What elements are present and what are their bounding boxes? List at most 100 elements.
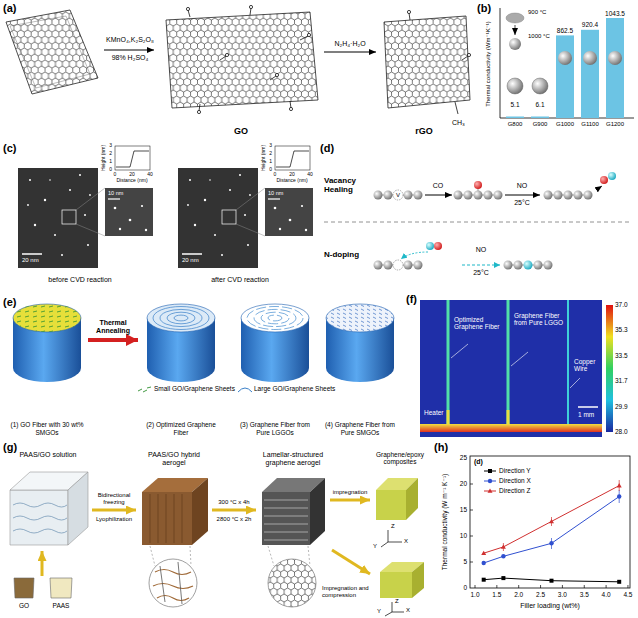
figure-node: GO xyxy=(160,5,322,137)
tick-label: 2 xyxy=(269,151,272,157)
figure-node: rGO xyxy=(378,5,470,137)
tick-label: 3.5 xyxy=(580,591,589,598)
step-label: Impregnation and compression xyxy=(322,585,372,599)
image-caption: after CVD reaction xyxy=(211,276,269,284)
figure-node: PAAS/GO solution xyxy=(6,450,90,548)
tick-label: 20 xyxy=(460,480,467,487)
legend-label: Direction Z xyxy=(499,487,530,494)
tick-label: 3 xyxy=(109,143,112,149)
callout-label: Heater xyxy=(424,409,444,416)
node-text: rGO xyxy=(378,126,470,136)
beaker-label: PAAS xyxy=(53,602,70,609)
tick-label: 4.0 xyxy=(602,591,611,598)
panel-letter: (c) xyxy=(3,142,16,155)
reagent-label: 98% H₂SO₄ xyxy=(112,54,149,62)
connector-arrow xyxy=(212,509,256,512)
tick-label: 0 xyxy=(269,167,272,173)
axis-letter: Y xyxy=(377,608,381,615)
tick-label: 4.5 xyxy=(623,591,632,598)
node-text: Lamellar-structured graphene aerogel xyxy=(258,451,328,467)
beaker-label: GO xyxy=(19,602,29,609)
node-text: Graphene/epoxy composites xyxy=(372,451,428,466)
temperature-label: 900 °C xyxy=(528,9,546,16)
tick-label: 1.5 xyxy=(492,591,501,598)
tick-label: 3 xyxy=(269,143,272,149)
panel-letter: (d) xyxy=(320,142,334,155)
reagent-label: NO xyxy=(476,246,487,254)
axis-letter: Y xyxy=(373,543,377,550)
axis-title: Thermal conductivity (Wm⁻¹K⁻¹) xyxy=(485,21,492,107)
figure-node: Graphene/epoxy composites xyxy=(372,450,428,528)
panel-letter: (b) xyxy=(477,2,491,15)
legend-label: Direction Y xyxy=(499,467,531,474)
scale-label: 1 mm xyxy=(578,411,594,418)
scale-label: 10 nm xyxy=(268,190,283,196)
bar-value: 6.1 xyxy=(535,101,544,108)
figure-node: (2) Optimized Graphene Fiber xyxy=(140,298,222,437)
bar-value: 862.5 xyxy=(557,27,573,34)
figure-node: Lamellar-structured graphene aerogel xyxy=(258,450,328,548)
temperature-label: 25°C xyxy=(514,199,530,207)
edge-label: Thermal Annealing xyxy=(90,319,136,335)
node-text: (4) Graphene Fiber from Pure SMGOs xyxy=(320,421,400,436)
axis-title: Filler loading (wt%) xyxy=(520,602,580,610)
tick-label: 0 xyxy=(114,172,117,178)
panel-letter: (h) xyxy=(434,441,448,454)
callout-label: Optimized Graphene Fiber xyxy=(454,316,502,331)
axis-title: Distance (nm) xyxy=(116,178,147,184)
tick-label: 1 xyxy=(269,159,272,165)
tick-label: G1000 xyxy=(556,121,574,128)
axis-title: Height (nm) xyxy=(261,145,267,171)
tick-label: 5 xyxy=(463,558,467,565)
node-text: GO xyxy=(160,126,322,136)
tick-label: 20 xyxy=(129,172,135,178)
vacancy-mark: V xyxy=(396,192,400,199)
colorbar-tick: 35.3 xyxy=(615,326,628,333)
row-title: N-doping xyxy=(324,250,359,259)
axis-letter: Z xyxy=(391,523,395,530)
tick-label: G1200 xyxy=(606,121,624,128)
callout-label: Graphene Fiber from Pure LGGO xyxy=(514,312,564,327)
connector-arrow xyxy=(88,338,138,342)
step-label: Lyophilization xyxy=(96,516,132,523)
colorbar-tick: 37.0 xyxy=(615,301,628,308)
panel-letter: (d) xyxy=(474,458,483,466)
figure-node: (4) Graphene Fiber from Pure SMGOs xyxy=(320,298,400,437)
node-text: PAAS/GO hybrid aerogel xyxy=(138,451,210,467)
legend-label: Direction X xyxy=(499,477,531,484)
image-caption: before CVD reaction xyxy=(48,276,111,284)
figure-node: PAAS/GO hybrid aerogel xyxy=(138,450,210,548)
axis-title: Height (nm) xyxy=(101,145,107,171)
tick-label: 1 xyxy=(109,159,112,165)
temperature-label: 25°C xyxy=(473,269,489,277)
scale-label: 20 nm xyxy=(22,257,39,264)
panel-letter: (g) xyxy=(3,441,17,454)
scale-label: 10 nm xyxy=(108,190,123,196)
legend-label: Large GO/Graphene Sheets xyxy=(254,385,335,392)
edge-label: 300 °C x 4h xyxy=(214,499,254,506)
connector-arrow xyxy=(92,509,136,512)
axis-letter: X xyxy=(404,538,408,545)
figure-node: (1) GO Fiber with 30 wt% SMGOs xyxy=(8,298,86,437)
tick-label: 40 xyxy=(307,172,313,178)
node-text: (3) Graphene Fiber from Pure LGGOs xyxy=(235,421,315,436)
tick-label: 10 xyxy=(460,532,467,539)
bar-value: 1043.5 xyxy=(605,10,625,17)
axis-letter: Z xyxy=(395,598,399,605)
node-text: PAAS/GO solution xyxy=(6,451,90,459)
tick-label: 2.0 xyxy=(514,591,523,598)
tick-label: G1100 xyxy=(581,121,599,128)
panel-letter: (f) xyxy=(406,293,417,306)
axis-title: Thermal conductivity (W m⁻¹ K⁻¹) xyxy=(441,474,448,570)
axis-letter: X xyxy=(406,607,410,614)
tick-label: 40 xyxy=(147,172,153,178)
tick-label: 3.0 xyxy=(558,591,567,598)
scale-label: 20 nm xyxy=(182,257,199,264)
tick-label: 0 xyxy=(463,584,467,591)
edge-label: N₂H₄·H₂O xyxy=(326,40,374,48)
node-text: (1) GO Fiber with 30 wt% SMGOs xyxy=(8,421,86,436)
edge-label: Bidirectional freezing xyxy=(94,492,134,506)
